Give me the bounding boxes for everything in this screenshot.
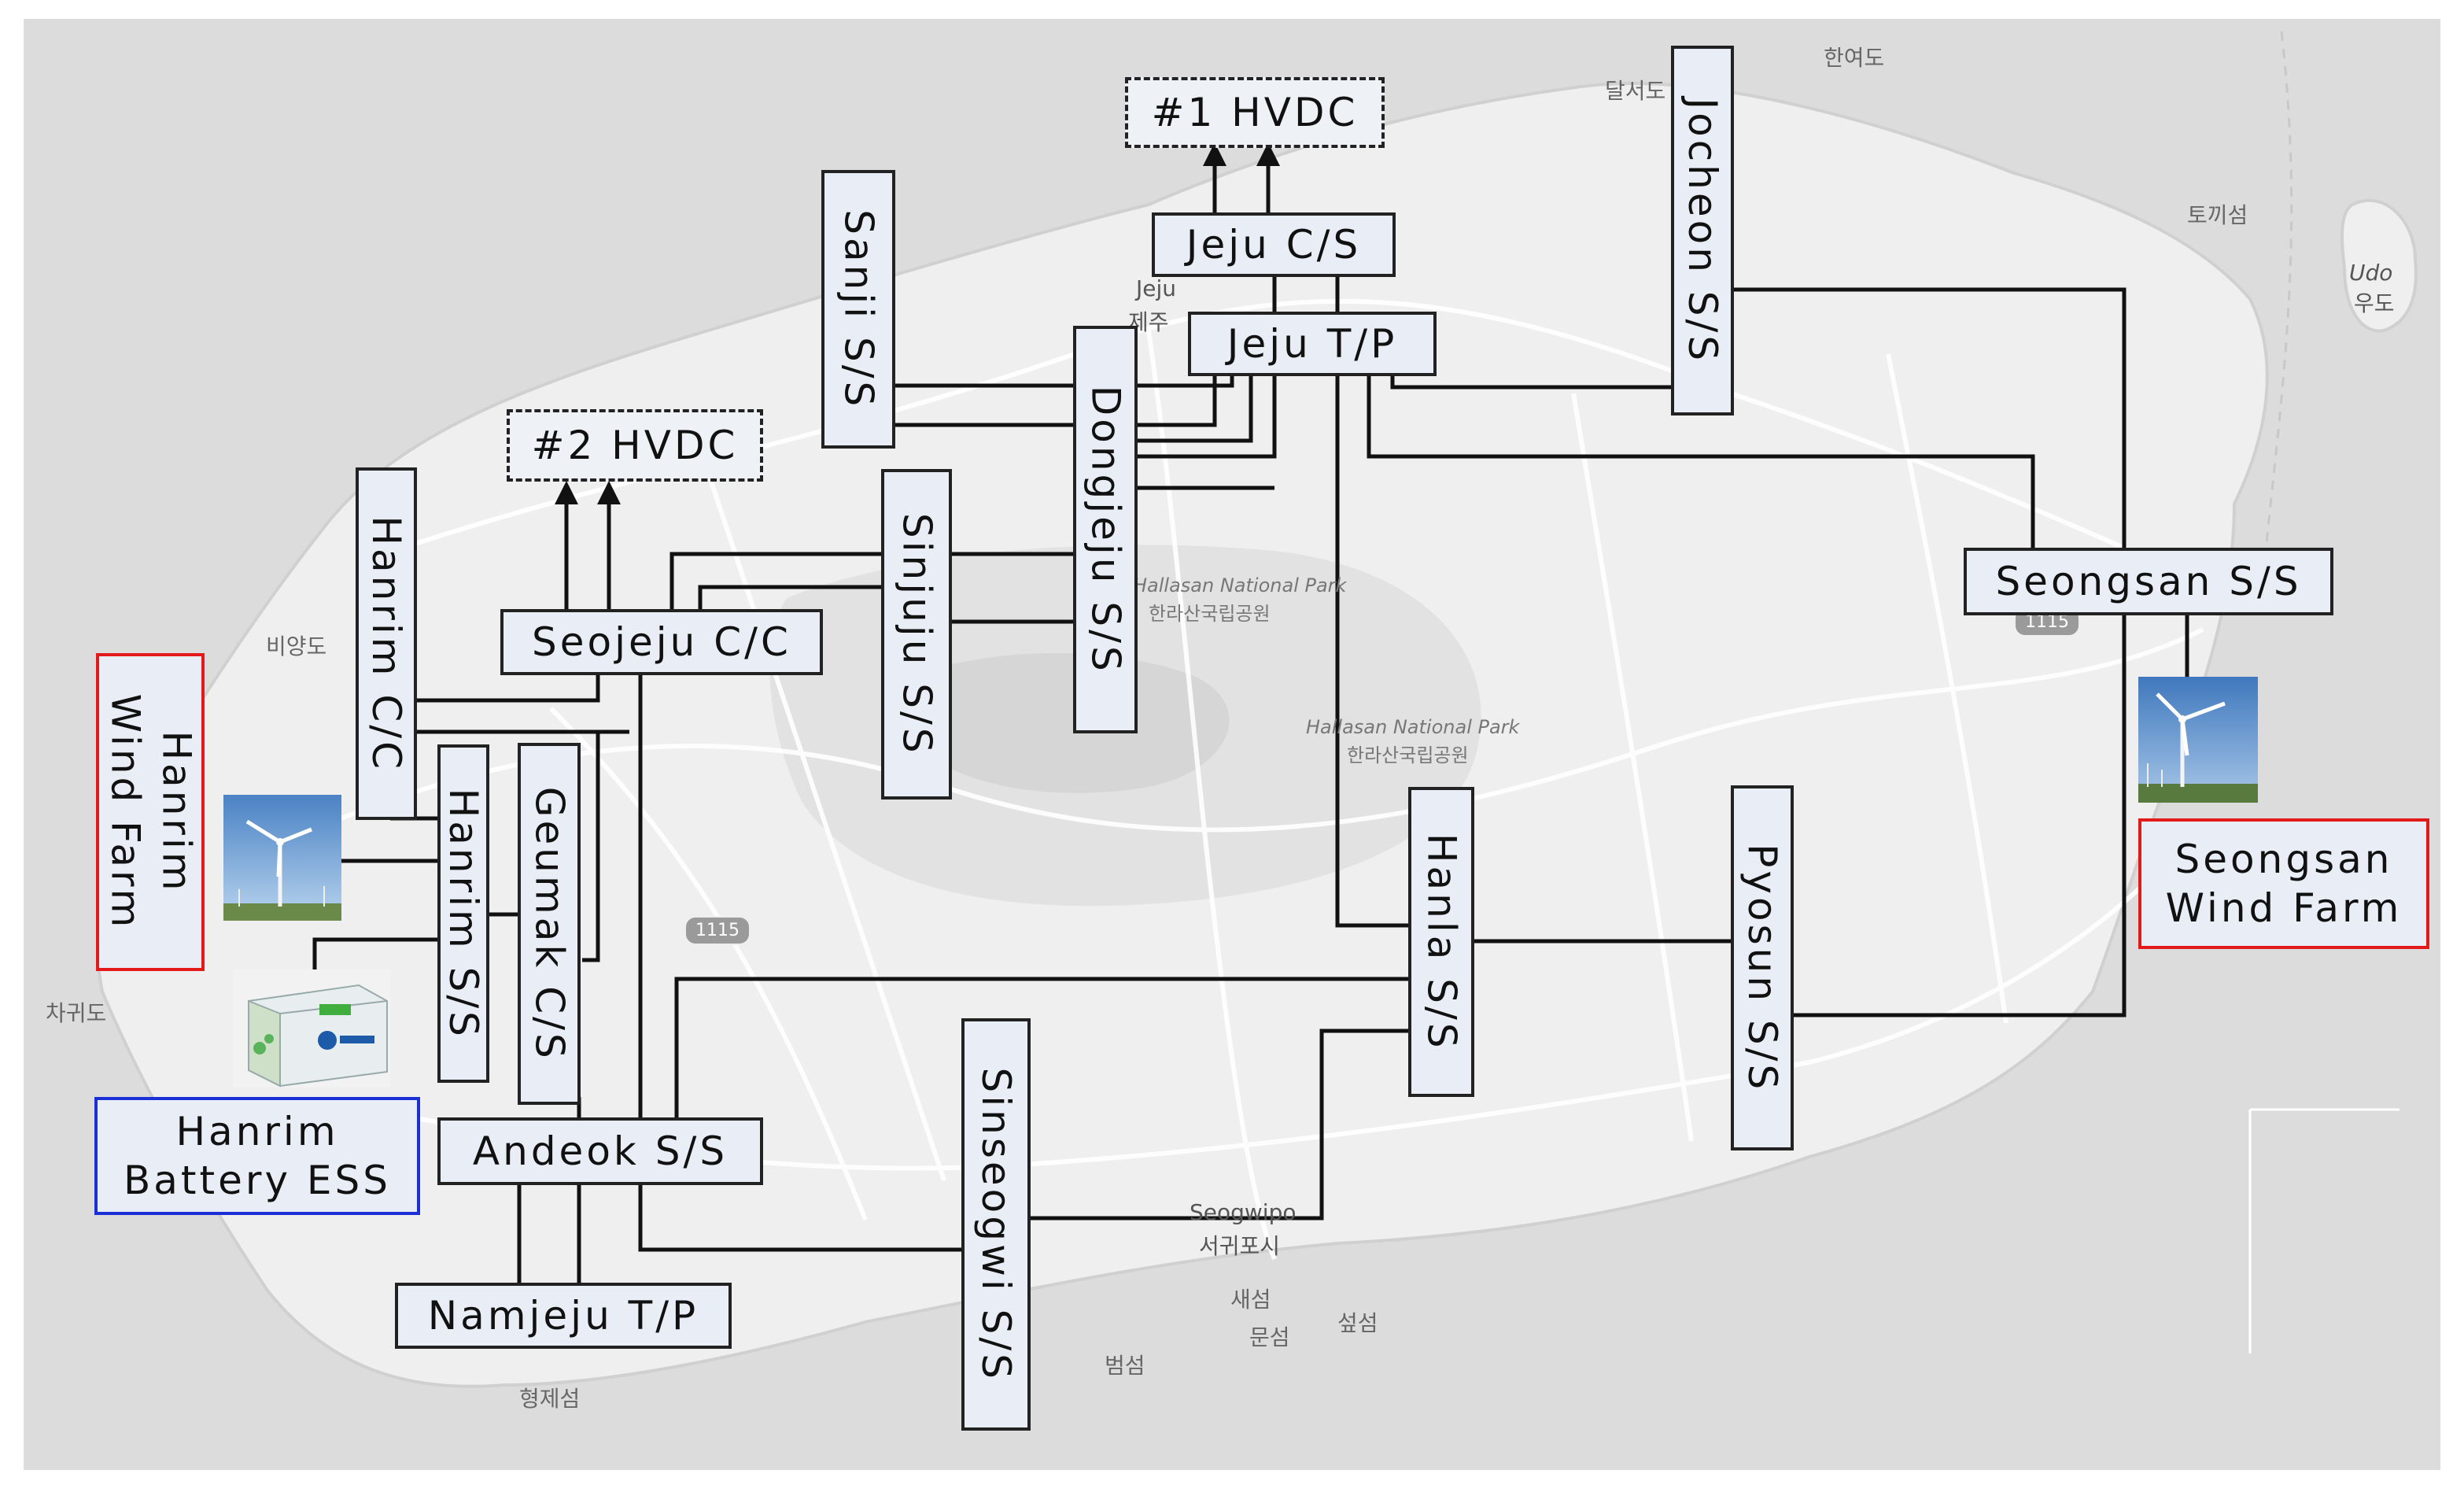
dongjeju-label: Dongjeju S/S: [1083, 385, 1129, 674]
pyosun-box: Pyosun S/S: [1731, 785, 1794, 1150]
map-label-seopseom: 섶섬: [1337, 1310, 1378, 1336]
sinseogwi-box: Sinseogwi S/S: [961, 1018, 1031, 1431]
battery-container-icon: [233, 969, 390, 1088]
sea-boundary: [2264, 31, 2293, 552]
namjeju-box: Namjeju T/P: [395, 1283, 732, 1349]
map-label-park2-en: Hallasan National Park: [1306, 716, 1520, 738]
seongsan-wind-farm-box: Seongsan Wind Farm: [2138, 818, 2429, 949]
hanla-box: Hanla S/S: [1408, 787, 1474, 1097]
sinseogwi-label: Sinseogwi S/S: [973, 1067, 1020, 1382]
dongjeju-box: Dongjeju S/S: [1073, 326, 1138, 733]
map-label-seogwipo-en: Seogwipo: [1190, 1199, 1297, 1225]
map-label-biyangdo: 비양도: [266, 633, 327, 659]
map-label-udo-en: Udo: [2349, 260, 2393, 286]
route-shield-1: 1115: [684, 916, 751, 945]
sinjuju-box: Sinjuju S/S: [881, 469, 952, 800]
jeju-cs-box: Jeju C/S: [1152, 212, 1396, 277]
sanji-box: Sanji S/S: [821, 170, 895, 449]
wind-turbine-icon: [223, 795, 341, 921]
hanrim-ss-label: Hanrim S/S: [441, 788, 487, 1040]
hanrim-cc-box: Hanrim C/C: [356, 467, 417, 820]
map-label-chagwido: 차귀도: [46, 1000, 107, 1026]
andeok-box: Andeok S/S: [437, 1117, 763, 1185]
hanrim-wind-farm-box: Hanrim Wind Farm: [96, 653, 205, 971]
jocheon-label: Jocheon S/S: [1680, 98, 1726, 364]
sinjuju-label: Sinjuju S/S: [894, 512, 940, 756]
hanrim-wind-farm-label: Hanrim Wind Farm: [102, 693, 199, 931]
map-label-udo-ko: 우도: [2354, 290, 2395, 316]
jocheon-box: Jocheon S/S: [1671, 46, 1734, 415]
udo-island: [2340, 198, 2418, 333]
map-label-seogwipo-ko: 서귀포시: [1199, 1233, 1281, 1259]
map-label-park1-ko: 한라산국립공원: [1149, 603, 1271, 625]
hanrim-cc-label: Hanrim C/C: [363, 515, 410, 772]
map-label-saeseom: 새섬: [1230, 1287, 1271, 1313]
hanla-label: Hanla S/S: [1418, 833, 1465, 1051]
map-label-tokki: 토끼섬: [2187, 202, 2248, 228]
pyosun-label: Pyosun S/S: [1739, 844, 1786, 1092]
hvdc1-box: #1 HVDC: [1125, 77, 1385, 148]
seongsan-ss-box: Seongsan S/S: [1964, 548, 2333, 615]
geumak-label: Geumak C/S: [526, 786, 573, 1062]
hvdc2-box: #2 HVDC: [507, 409, 763, 482]
geumak-box: Geumak C/S: [518, 743, 581, 1105]
hanrim-battery-ess-box: Hanrim Battery ESS: [94, 1097, 420, 1215]
seojeju-box: Seojeju C/C: [500, 609, 823, 675]
hallasan-peak: [898, 653, 1230, 793]
jeju-tp-box: Jeju T/P: [1188, 312, 1437, 376]
map-label-hanyeodo: 한여도: [1824, 45, 1885, 71]
map-label-jeju-en: Jeju: [1136, 275, 1177, 301]
sanji-label: Sanji S/S: [835, 209, 882, 410]
wind-turbine-icon: [2138, 677, 2258, 803]
map-label-munseom: 문섬: [1249, 1324, 1290, 1350]
grid-edge: [2248, 1108, 2399, 1354]
map-label-beomseom: 범섬: [1105, 1353, 1145, 1379]
map-label-park2-ko: 한라산국립공원: [1347, 744, 1469, 766]
map-label-dalseodo: 달서도: [1605, 78, 1666, 104]
hanrim-ss-box: Hanrim S/S: [437, 744, 489, 1083]
connection-lines: [312, 142, 2189, 1283]
map-label-park1-en: Hallasan National Park: [1133, 574, 1347, 596]
map-label-hyeongjeseom: 형제섬: [519, 1386, 581, 1412]
